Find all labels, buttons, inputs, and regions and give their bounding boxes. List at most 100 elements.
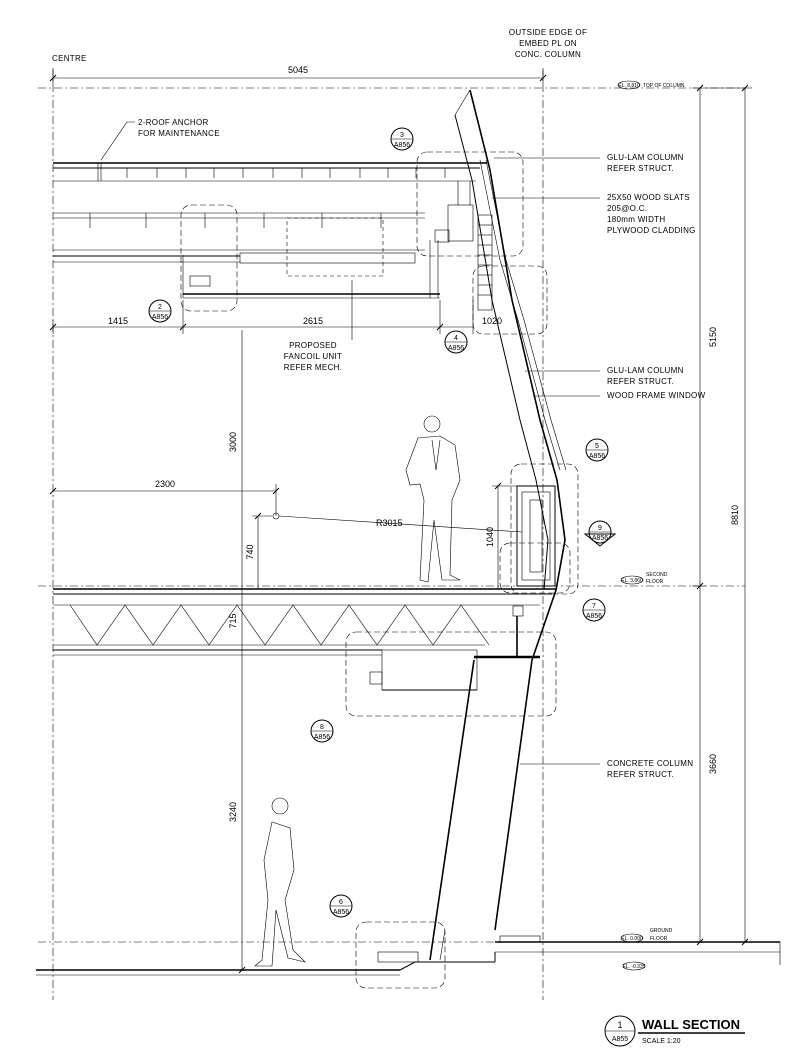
note-glulam-1: GLU-LAM COLUMN REFER STRUCT. xyxy=(494,153,684,173)
callout-3-sheet: A856 xyxy=(394,142,410,149)
outside-edge-line3: CONC. COLUMN xyxy=(515,50,581,59)
person-figure-upper xyxy=(405,415,461,583)
glulam2-line1: GLU-LAM COLUMN xyxy=(607,366,684,375)
dim-1415: 1415 xyxy=(108,316,128,326)
roof-assembly xyxy=(53,162,487,299)
callout-6[interactable]: 6 A856 xyxy=(329,894,353,918)
callout-3-num: 3 xyxy=(400,132,404,139)
dim-1040: 1040 xyxy=(485,482,517,589)
title-num: 1 xyxy=(617,1020,622,1030)
callout-5[interactable]: 5 A856 xyxy=(585,438,609,462)
dim-5045: 5045 xyxy=(49,65,547,84)
radius-r3015: R3015 xyxy=(272,512,523,533)
callout-4-num: 4 xyxy=(454,335,458,342)
facade-column xyxy=(429,89,567,961)
slats-line3: 180mm WIDTH xyxy=(607,215,665,224)
callout-2-num: 2 xyxy=(158,304,162,311)
note-wood-frame: WOOD FRAME WINDOW xyxy=(533,391,706,400)
detail-box-3 xyxy=(416,151,524,257)
dim-5045-text: 5045 xyxy=(288,65,308,75)
level-top-of-column: EL. 8.810 TOP OF COLUMN xyxy=(617,80,685,90)
note-concrete-column: CONCRETE COLUMN REFER STRUCT. xyxy=(520,759,693,779)
roof-anchor-label: 2-ROOF ANCHOR FOR MAINTENANCE xyxy=(100,118,220,161)
person-figure-lower xyxy=(254,797,306,967)
glulam1-line1: GLU-LAM COLUMN xyxy=(607,153,684,162)
dim-715-text: 715 xyxy=(228,613,238,628)
outside-edge-label: OUTSIDE EDGE OF EMBED PL ON CONC. COLUMN xyxy=(509,28,587,59)
dim-2615: 2615 xyxy=(303,316,323,326)
title-sheet: A855 xyxy=(612,1036,628,1043)
dim-1020: 1020 xyxy=(482,316,502,326)
dim-715: 715 xyxy=(228,589,243,655)
dim-3000-text: 3000 xyxy=(228,432,238,452)
dim-right-stack: 5150 8810 3660 xyxy=(692,84,752,946)
level-second-floor: EL. 3.860 SECOND FLOOR xyxy=(620,572,668,585)
callout-2-sheet: A856 xyxy=(152,314,168,321)
level-top-name: TOP OF COLUMN xyxy=(643,83,685,89)
callout-5-num: 5 xyxy=(595,443,599,450)
callout-9-sheet: A856 xyxy=(592,535,608,542)
callout-9[interactable]: 9 A856 xyxy=(583,520,617,547)
callout-7[interactable]: 7 A856 xyxy=(582,598,606,622)
callout-8[interactable]: 8 A856 xyxy=(310,719,334,743)
slats-line1: 25X50 WOOD SLATS xyxy=(607,193,690,202)
second-floor-assembly xyxy=(53,588,557,691)
callout-6-num: 6 xyxy=(339,899,343,906)
callout-5-sheet: A856 xyxy=(589,453,605,460)
dim-2300: 2300 xyxy=(49,479,280,516)
level-top-el: EL. 8.810 xyxy=(618,83,640,89)
fancoil-line1: PROPOSED xyxy=(289,341,337,350)
fancoil-line2: FANCOIL UNIT xyxy=(284,352,342,361)
radius-text: R3015 xyxy=(376,518,403,528)
detail-box-2 xyxy=(180,204,238,312)
level-below-el: EL. -0.335 xyxy=(622,964,645,970)
dim-3660: 3660 xyxy=(708,754,718,774)
callout-4-sheet: A856 xyxy=(448,345,464,352)
dim-740: 740 xyxy=(245,512,272,589)
roof-anchor-line1: 2-ROOF ANCHOR xyxy=(138,118,209,127)
centre-label: CENTRE xyxy=(52,54,87,63)
slats-line2: 205@O.C. xyxy=(607,204,647,213)
outside-edge-line1: OUTSIDE EDGE OF xyxy=(509,28,587,37)
dim-2300-text: 2300 xyxy=(155,479,175,489)
slats-line4: PLYWOOD CLADDING xyxy=(607,226,696,235)
fancoil-label: PROPOSED FANCOIL UNIT REFER MECH. xyxy=(284,280,353,372)
callout-8-sheet: A856 xyxy=(314,734,330,741)
callout-4[interactable]: 4 A856 xyxy=(444,330,468,354)
title-scale: SCALE 1:20 xyxy=(642,1038,681,1045)
fancoil-line3: REFER MECH. xyxy=(284,363,342,372)
callout-8-num: 8 xyxy=(320,724,324,731)
note-wood-slats: 25X50 WOOD SLATS 205@O.C. 180mm WIDTH PL… xyxy=(492,193,696,235)
callout-3[interactable]: 3 A856 xyxy=(390,127,414,151)
callout-9-num: 9 xyxy=(598,525,602,532)
dim-3240-text: 3240 xyxy=(228,802,238,822)
title-block: 1 A855 WALL SECTION SCALE 1:20 xyxy=(604,1015,745,1047)
level-ground-floor: EL. 0.000 GROUND FLOOR xyxy=(620,928,673,943)
level-below-grade: EL. -0.335 xyxy=(622,961,646,971)
dim-1040-text: 1040 xyxy=(485,527,495,547)
callout-7-num: 7 xyxy=(592,603,596,610)
ground-slab xyxy=(36,935,781,976)
level-ground-name2: FLOOR xyxy=(650,936,668,942)
level-second-el: EL. 3.860 xyxy=(621,578,643,584)
level-ground-el: EL. 0.000 xyxy=(621,936,643,942)
detail-box-8 xyxy=(345,631,557,717)
glulam1-line2: REFER STRUCT. xyxy=(607,164,674,173)
title-name: WALL SECTION xyxy=(642,1017,740,1032)
roof-anchor-line2: FOR MAINTENANCE xyxy=(138,129,220,138)
callout-6-sheet: A856 xyxy=(333,909,349,916)
dim-3000: 3000 xyxy=(228,330,243,589)
detail-box-6 xyxy=(355,921,446,989)
detail-box-5 xyxy=(510,463,579,595)
detail-box-4 xyxy=(472,265,548,335)
dim-3240: 3240 xyxy=(228,655,246,974)
note-glulam-2: GLU-LAM COLUMN REFER STRUCT. xyxy=(525,366,684,386)
wood-frame-text: WOOD FRAME WINDOW xyxy=(607,391,706,400)
callout-7-sheet: A856 xyxy=(586,613,602,620)
dim-row-ceiling: 1415 2615 1020 xyxy=(49,300,502,334)
level-ground-name1: GROUND xyxy=(650,928,673,934)
dim-8810: 8810 xyxy=(730,505,740,525)
level-second-name1: SECOND xyxy=(646,572,668,578)
callout-2[interactable]: 2 A856 xyxy=(148,299,172,323)
